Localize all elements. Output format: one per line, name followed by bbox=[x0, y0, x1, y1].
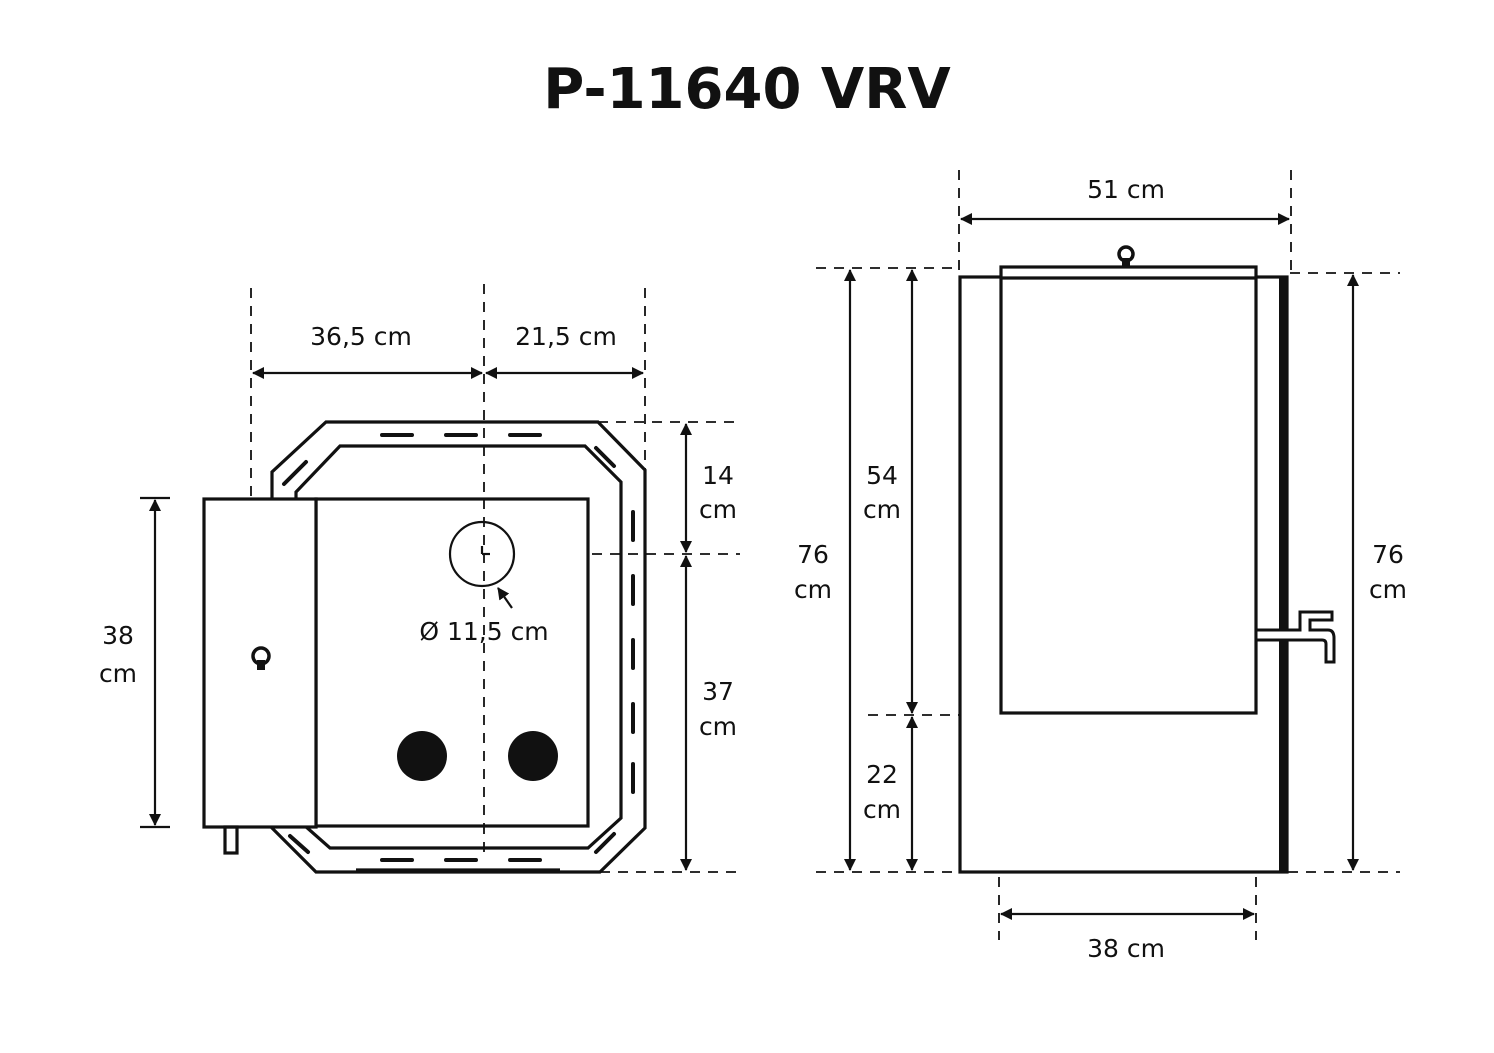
dim-side-number: 38 bbox=[102, 621, 134, 650]
flue-opening bbox=[448, 520, 516, 588]
dim-width-left: 36,5 cm bbox=[310, 322, 412, 351]
air-slot bbox=[594, 832, 616, 854]
dim-total-right-number: 76 bbox=[1372, 540, 1404, 569]
air-slot bbox=[288, 834, 310, 854]
tank-lid-knob-icon bbox=[1117, 245, 1135, 267]
stove-top-plate bbox=[314, 497, 590, 828]
top-view: 36,5 cm 21,5 cm bbox=[99, 284, 740, 874]
dim-total-left-number: 76 bbox=[797, 540, 829, 569]
dim-base-unit: cm bbox=[863, 795, 901, 824]
drain-pipe bbox=[223, 825, 239, 855]
drawing-title: P-11640 VRV bbox=[543, 57, 951, 122]
dim-bottom-number: 37 bbox=[702, 677, 734, 706]
dim-total-right-unit: cm bbox=[1369, 575, 1407, 604]
cooking-hole bbox=[508, 731, 558, 781]
cooking-hole bbox=[397, 731, 447, 781]
air-slot bbox=[594, 446, 616, 468]
dim-bottom-width: 38 cm bbox=[1087, 934, 1165, 963]
dim-tank-number: 54 bbox=[866, 461, 898, 490]
dim-width-right: 21,5 cm bbox=[515, 322, 617, 351]
dim-bottom-unit: cm bbox=[699, 712, 737, 741]
water-faucet-icon bbox=[1254, 610, 1336, 664]
air-slot bbox=[282, 460, 308, 486]
dim-top-number: 14 bbox=[702, 461, 734, 490]
water-tank-side bbox=[999, 265, 1258, 715]
dim-total-left-unit: cm bbox=[794, 575, 832, 604]
dim-base-number: 22 bbox=[866, 760, 898, 789]
dim-top-unit: cm bbox=[699, 495, 737, 524]
dim-top-width: 51 cm bbox=[1087, 175, 1165, 204]
tank-lid-knob-icon bbox=[251, 646, 271, 670]
flue-diameter-label: Ø 11,5 cm bbox=[419, 617, 548, 646]
dim-side-unit: cm bbox=[99, 659, 137, 688]
stove-side-panel bbox=[1279, 277, 1288, 872]
side-view: 51 cm 76 cm 54 cm 22 cm 76 cm 38 cm bbox=[794, 170, 1407, 963]
dim-tank-unit: cm bbox=[863, 495, 901, 524]
